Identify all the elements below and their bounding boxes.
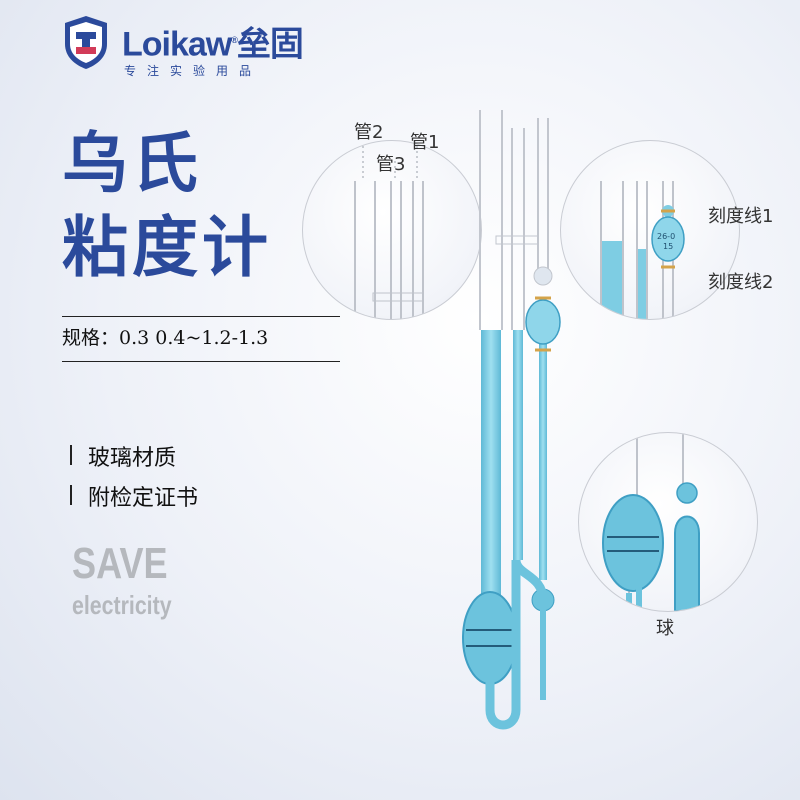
feature-item: 玻璃材质: [69, 440, 176, 472]
bulb-code: 26-0: [657, 232, 675, 241]
product-title-line1: 乌氏: [62, 125, 202, 202]
bulb-number: 15: [663, 242, 673, 251]
callout-ball: 球: [656, 618, 674, 639]
brand-name-cn: 垒固: [236, 25, 304, 64]
brand-tagline: 专注实验用品: [124, 64, 263, 78]
save-badge-sub: electricity: [72, 590, 172, 620]
shield-logo-icon: [65, 16, 107, 69]
ball-detail-icon: [602, 433, 700, 611]
callout-tube1: 管1: [410, 132, 440, 153]
feature-item: 附检定证书: [69, 480, 198, 512]
callout-mark1: 刻度线1: [708, 206, 774, 227]
brand-logo: Loikaw®垒固 专注实验用品: [62, 12, 362, 82]
product-title-line2: 粘度计: [62, 209, 272, 286]
brand-name: Loikaw®垒固: [122, 25, 304, 64]
save-badge-main: SAVE: [72, 539, 168, 588]
callout-mark2: 刻度线2: [708, 272, 774, 293]
detail-circle-tubes: [302, 140, 482, 320]
spec-text: 规格：0.3 0.4~1.2-1.3: [62, 327, 269, 349]
callout-tube3: 管3: [376, 154, 406, 175]
detail-circle-marks: 26-0 15: [560, 140, 740, 320]
callout-tube2: 管2: [354, 122, 384, 143]
spec-box: 规格：0.3 0.4~1.2-1.3: [62, 316, 340, 362]
marks-detail-icon: 26-0 15: [600, 181, 685, 319]
tubes-detail-icon: [354, 141, 424, 319]
detail-circle-ball: [578, 432, 758, 612]
